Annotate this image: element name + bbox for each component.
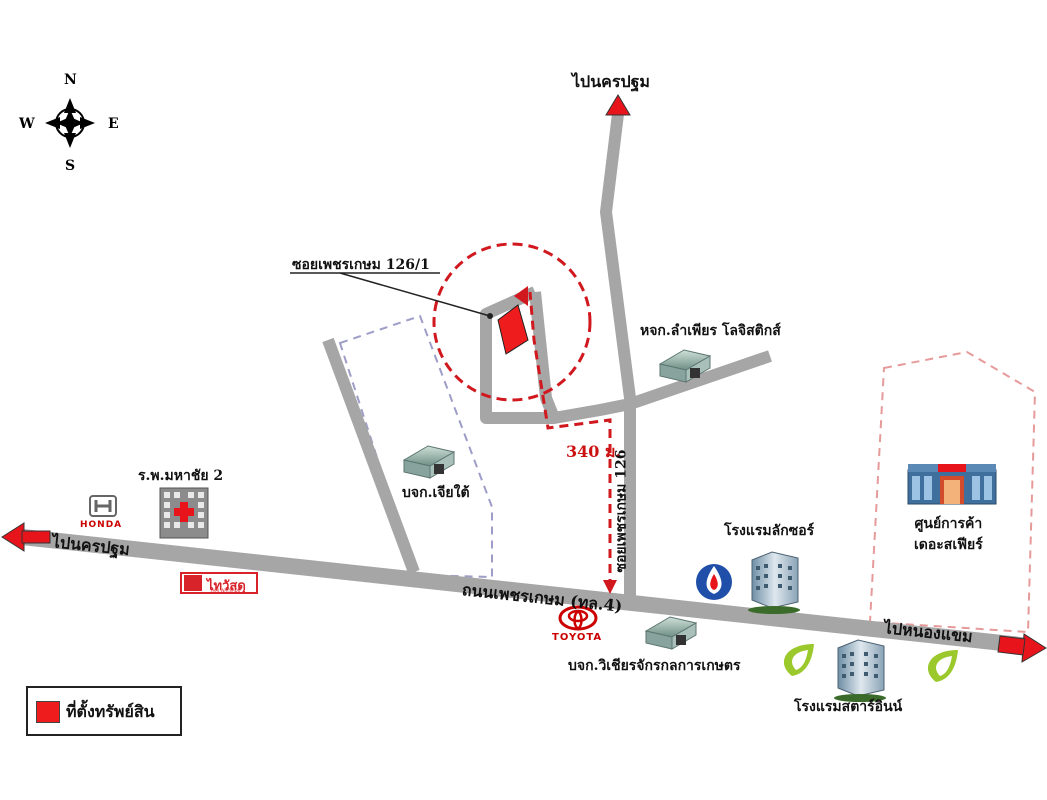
route-arrow-head-up [514, 286, 528, 306]
arrow-east-tail [997, 635, 1026, 656]
compass-east: E [108, 116, 119, 132]
compass-south: S [65, 158, 76, 174]
zone-sphere-mall [868, 350, 1037, 634]
thaiwatsadu-house-icon [184, 575, 202, 591]
label-company-wichian: บจก.วิเชียรจักรกลการเกษตร [568, 658, 741, 674]
thaiwatsadu-subtext: THAI WATSADU [210, 588, 241, 593]
honda-text: HONDA [80, 520, 123, 530]
ptt-logo-icon [696, 564, 732, 600]
label-company-jiadai: บจก.เจียใต้ [402, 485, 470, 501]
honda-logo-icon [89, 495, 117, 517]
road-east-branch [628, 350, 772, 410]
property-marker [497, 304, 529, 355]
label-to-nakhon-pathom-north: ไปนครปฐม [572, 72, 650, 91]
compass-west: W [19, 116, 35, 132]
legend: ที่ตั้งทรัพย์สิน [26, 686, 182, 736]
arrow-west-tail [21, 530, 51, 544]
toyota-text: TOYOTA [552, 632, 603, 643]
compass-north: N [64, 72, 77, 88]
label-hospital: ร.พ.มหาชัย 2 [138, 468, 224, 484]
leader-dot [487, 313, 493, 319]
label-hotel-star-inn: โรงแรมสตาร์อินน์ [794, 699, 903, 715]
label-soi-126-1: ซอยเพชรเกษม 126/1 [292, 257, 430, 273]
property-circle [432, 242, 592, 402]
bangchak-leaf-icon [927, 650, 958, 682]
warehouse-icon [658, 349, 712, 383]
bangchak-leaf-icon [783, 644, 814, 676]
road-loop [480, 286, 554, 424]
road-west-diagonal [322, 337, 420, 575]
warehouse-icon [644, 616, 698, 650]
label-soi-126: ซอยเพชรเกษม 126 [613, 449, 630, 573]
legend-property-swatch [36, 701, 60, 723]
route-arrow-head-down [603, 580, 617, 594]
hospital-building-icon [159, 487, 209, 539]
main-road-line [21, 529, 1031, 654]
label-distance: 340 ม. [566, 442, 622, 461]
label-mall: ศูนย์การค้า เดอะสเฟียร์ [914, 516, 983, 553]
label-warehouse-lampian: หจก.ลำเพียร โลจิสติกส์ [640, 323, 781, 339]
toyota-logo-icon [558, 605, 598, 631]
mall-building-icon [907, 464, 997, 505]
arrow-east [1021, 633, 1047, 663]
arrow-west [1, 522, 25, 552]
thaiwatsadu-logo: ไทวัสดุ THAI WATSADU [180, 572, 258, 594]
soi-126-road [600, 113, 636, 598]
thaiwatsadu-text: ไทวัสดุ [207, 579, 246, 594]
hotel-luxor-building-icon [748, 551, 800, 614]
route-dashed [528, 291, 612, 588]
legend-label: ที่ตั้งทรัพย์สิน [66, 702, 155, 721]
hotel-star-inn-building-icon [834, 639, 886, 702]
arrow-north [605, 94, 631, 116]
warehouse-icon [402, 445, 456, 479]
label-hotel-luxor: โรงแรมลักซอร์ [724, 523, 815, 539]
compass-icon [45, 98, 95, 148]
soi-126-1-leader [339, 272, 491, 317]
